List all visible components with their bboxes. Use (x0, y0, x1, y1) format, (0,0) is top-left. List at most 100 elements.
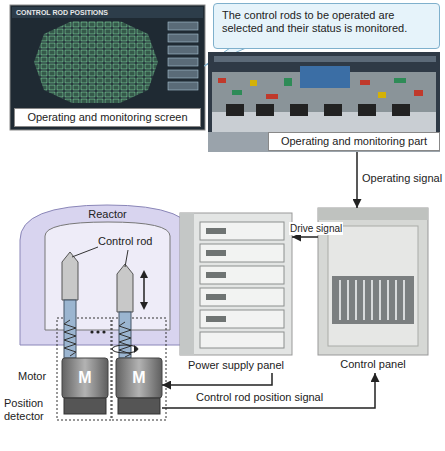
motor-body (62, 358, 108, 398)
ellipsis-dot (96, 330, 99, 333)
core-map (30, 20, 162, 106)
cabinet (180, 213, 292, 355)
panel-lamp (360, 80, 370, 85)
ceiling-light (214, 56, 436, 62)
screen-button (168, 82, 198, 90)
desk-monitor (358, 104, 376, 116)
rotation-arrow (112, 345, 138, 353)
rotation-arrow-head (134, 345, 138, 353)
node-title: Reactor (20, 208, 195, 221)
screen-title: CONTROL ROD POSITIONS (16, 8, 108, 17)
node-title: Control panel (313, 358, 433, 371)
motor: M (116, 358, 162, 415)
ellipsis-dot (102, 330, 105, 333)
cabinet-top (318, 208, 428, 220)
reactor-vessel: ReactorControl rod (20, 205, 195, 345)
signal-label: Drive signal (289, 222, 343, 235)
part-label: Motor (18, 370, 46, 383)
control-rod-blade (62, 252, 78, 300)
drive-spring (64, 320, 76, 356)
signal-label: Operating signal (362, 172, 442, 185)
node-text: Control rod (98, 235, 168, 248)
panel-lamp (232, 90, 242, 95)
screen-button (168, 70, 198, 78)
panel-lamp (218, 78, 226, 83)
desk-monitor (226, 104, 244, 116)
node-title: Operating and monitoring part (268, 132, 440, 151)
ellipsis-dot (90, 330, 93, 333)
leader-line (72, 247, 98, 257)
monitoring-screen: Operating and monitoring screen (10, 5, 205, 130)
card-rack (332, 276, 414, 324)
node-title: Operating and monitoring screen (14, 108, 201, 127)
panel-lamp (378, 92, 386, 98)
control-room-photo: Operating and monitoring part (208, 52, 440, 152)
motor-body (116, 358, 162, 398)
leader-line (125, 250, 128, 267)
power-module (200, 266, 284, 284)
screen-button (168, 22, 198, 30)
screen-title-bar (12, 7, 203, 18)
motion-arrow (143, 276, 145, 304)
room-floor (208, 132, 440, 152)
drive-wire (162, 373, 272, 385)
power-module (200, 332, 284, 348)
part-label: Position detector (4, 397, 60, 423)
cabinet-door (180, 213, 194, 355)
position-detector-body (64, 398, 106, 414)
circuit-cards (340, 280, 404, 320)
drive-mechanisms (57, 300, 166, 420)
signal-arrow (162, 373, 375, 408)
node-title: M (116, 369, 162, 387)
desk-monitor (256, 104, 274, 116)
power-module (200, 288, 284, 306)
module-slot (206, 294, 226, 300)
screen-frame (10, 5, 205, 130)
motion-arrow-head (140, 302, 148, 310)
module-slot (206, 272, 226, 278)
node-title: Power supply panel (174, 359, 298, 372)
screen-button (168, 58, 198, 66)
drive-spring (119, 322, 131, 357)
panel-lamp (414, 90, 423, 96)
node-title: The control rods to be operated are sele… (222, 9, 432, 35)
power-supply-panel: Power supply panel (180, 213, 292, 373)
signal-label: Control rod position signal (196, 391, 323, 404)
control-rod-blade (117, 264, 133, 312)
power-module (200, 222, 284, 240)
desk-monitor (392, 104, 410, 116)
drive-housing (119, 312, 131, 358)
signal-arrow (292, 236, 318, 238)
large-display (300, 66, 350, 88)
module-slot (206, 316, 226, 322)
containment-dome (20, 205, 195, 345)
motion-arrow-head (140, 270, 148, 278)
module-slot (206, 250, 226, 256)
module-slot (206, 228, 226, 234)
desk-monitor (290, 104, 308, 116)
drive-dashed-outline (112, 318, 166, 420)
power-module (200, 310, 284, 328)
desk-monitor (324, 104, 342, 116)
node-title: M (62, 369, 108, 387)
control-room-photo (208, 52, 440, 152)
position-detector-body (118, 398, 160, 414)
callout-bubble: The control rods to be operated are sele… (213, 3, 440, 49)
panel-lamp (266, 94, 278, 99)
screen-button (168, 46, 198, 54)
panel-lamp (394, 78, 406, 83)
cabinet-interior (328, 226, 418, 346)
signal-arrow (356, 152, 358, 208)
motor: M (62, 358, 108, 415)
drive-housing (64, 300, 76, 358)
room-background (208, 52, 440, 152)
panel-lamp (284, 78, 292, 86)
screen-button (168, 34, 198, 42)
power-supply-photo (180, 213, 292, 355)
monitor-screenshot (10, 5, 205, 130)
panel-lamp (250, 80, 257, 86)
reactor-illustration (20, 205, 195, 345)
power-module (200, 244, 284, 262)
